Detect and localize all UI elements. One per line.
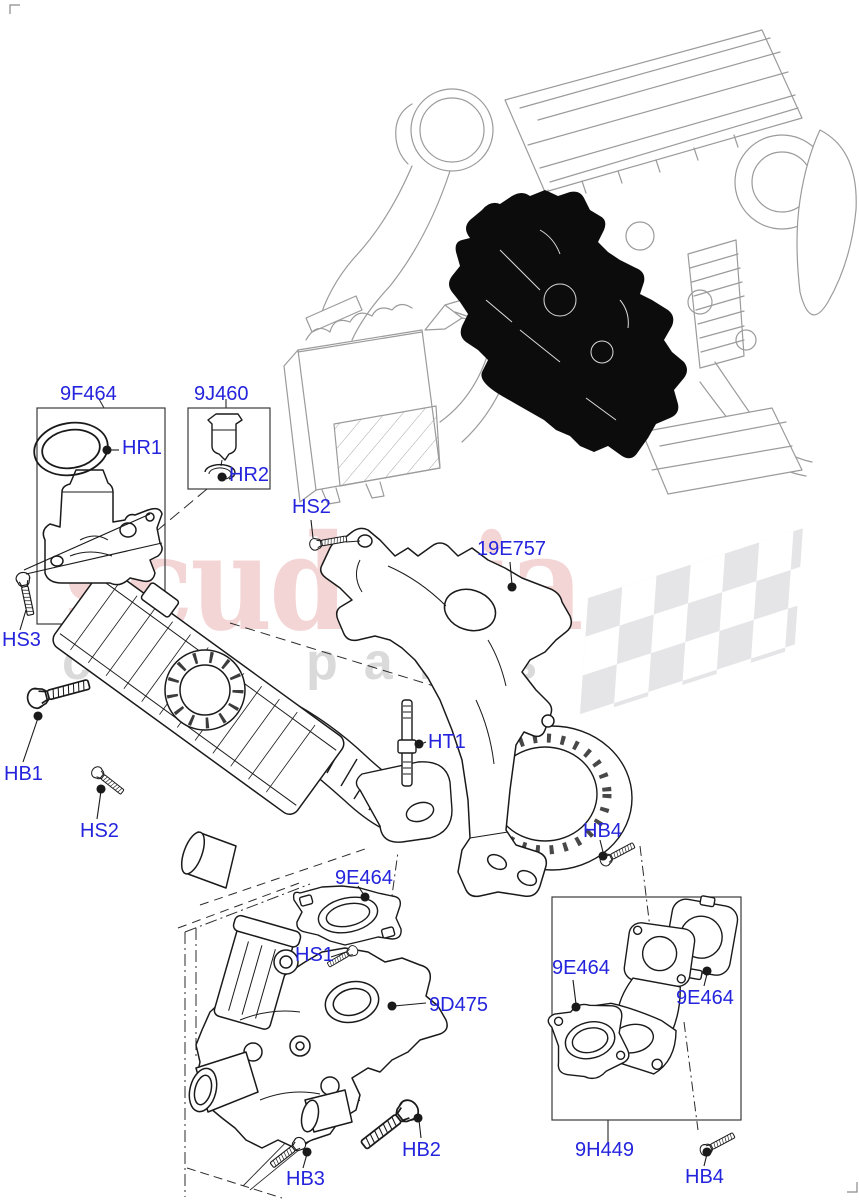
callout-HB3[interactable]: HB3 xyxy=(286,1168,325,1190)
tube-9H449-drawing xyxy=(547,895,739,1080)
callout-9E464-center[interactable]: 9E464 xyxy=(335,867,393,889)
callout-9E464-right[interactable]: 9E464 xyxy=(676,987,734,1009)
o-ring-HR1-drawing xyxy=(33,421,109,477)
solution-boxes xyxy=(36,398,742,1142)
sensor-9J460-drawing xyxy=(204,413,243,480)
callout-HB4-bottom[interactable]: HB4 xyxy=(685,1166,724,1188)
corner-mark-top-left xyxy=(9,4,20,14)
callout-HS2-lower[interactable]: HS2 xyxy=(80,820,119,842)
egr-cooler-drawing xyxy=(42,469,345,889)
callout-HR2[interactable]: HR2 xyxy=(229,464,270,486)
bolt-HB1-drawing xyxy=(24,673,93,712)
callout-9H449[interactable]: 9H449 xyxy=(575,1139,634,1161)
watermark-checkered-flag-icon xyxy=(579,528,803,719)
callout-9F464[interactable]: 9F464 xyxy=(60,383,117,405)
gasket-9E464-center-drawing xyxy=(292,885,402,946)
stud-HT1-drawing xyxy=(397,699,417,787)
callout-HR1[interactable]: HR1 xyxy=(122,437,163,459)
callout-HS1[interactable]: HS1 xyxy=(295,944,334,966)
bracket-19E757-drawing xyxy=(319,527,573,898)
callout-19E757[interactable]: 19E757 xyxy=(477,538,546,560)
callout-leaders xyxy=(19,445,712,1169)
valve-9D475-drawing xyxy=(188,914,448,1149)
callout-HB2[interactable]: HB2 xyxy=(402,1139,441,1161)
callout-9J460[interactable]: 9J460 xyxy=(194,383,249,405)
callout-HB4-top[interactable]: HB4 xyxy=(583,820,622,842)
callout-HS2-top[interactable]: HS2 xyxy=(292,496,331,518)
callout-HB1[interactable]: HB1 xyxy=(4,763,43,785)
callout-HT1[interactable]: HT1 xyxy=(428,731,466,753)
engine-overview-illustration xyxy=(283,29,857,505)
box-9H449 xyxy=(551,896,742,1121)
box-9J460 xyxy=(187,407,271,490)
callout-HS3[interactable]: HS3 xyxy=(2,629,41,651)
bolt-HS2-lower-drawing xyxy=(88,764,127,798)
callout-9D475[interactable]: 9D475 xyxy=(429,994,488,1016)
egr-module-highlight xyxy=(449,190,687,459)
corner-mark-bottom-right xyxy=(847,1182,858,1193)
callout-9E464-left[interactable]: 9E464 xyxy=(552,957,610,979)
bolt-HS3-drawing xyxy=(14,570,38,617)
